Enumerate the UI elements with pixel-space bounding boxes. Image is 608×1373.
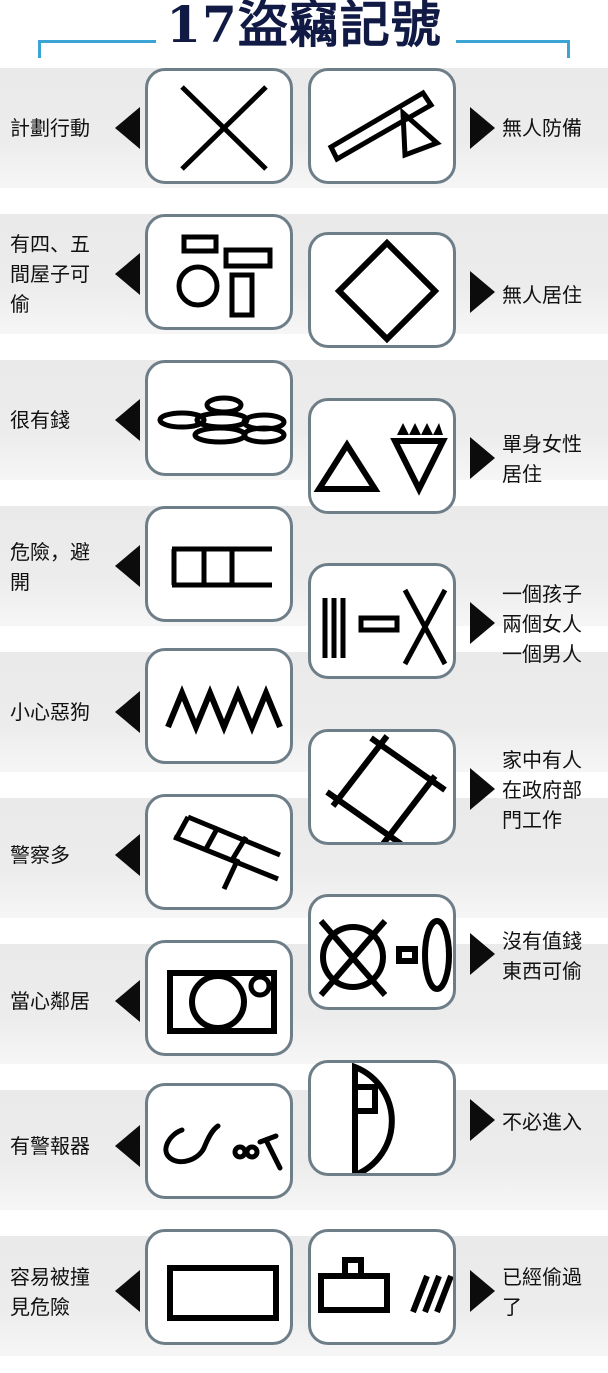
sign-card — [308, 563, 456, 679]
sign-card — [308, 1060, 456, 1176]
crossed-circle-oval-icon — [318, 918, 452, 997]
sign-card — [145, 360, 293, 476]
arrow-left-icon — [115, 980, 140, 1022]
row-band — [0, 1236, 608, 1356]
cross-x-icon — [180, 85, 268, 171]
sign-label: 已經偷過 了 — [502, 1265, 582, 1319]
row-band — [0, 1090, 608, 1210]
alarm-squiggle-icon — [163, 1123, 283, 1171]
sign-label: 危險，避 開 — [10, 540, 90, 594]
header: 17盜竊記號 — [0, 0, 608, 60]
sign-label: 很有錢 — [10, 408, 70, 432]
sign-label: 一個孩子 兩個女人 一個男人 — [502, 582, 582, 666]
row-band — [0, 506, 608, 626]
sign-card — [145, 940, 293, 1056]
sign-label: 計劃行動 — [10, 116, 90, 140]
sign-label: 家中有人 在政府部 門工作 — [502, 748, 582, 832]
sign-card — [145, 1083, 293, 1199]
box-slashes-icon — [318, 1257, 453, 1314]
title-rule-right — [456, 40, 570, 43]
sign-label: 容易被撞 見危險 — [10, 1265, 90, 1319]
sign-label: 無人居住 — [502, 283, 582, 307]
title-rule-left-tick — [38, 40, 41, 58]
arrow-right-icon — [470, 1270, 495, 1312]
sign-label: 當心鄰居 — [10, 989, 90, 1013]
sign-card — [145, 506, 293, 622]
sign-label: 小心惡狗 — [10, 700, 90, 724]
rectangle-icon — [167, 1265, 279, 1321]
arrow-left-icon — [115, 691, 140, 733]
row-band — [0, 214, 608, 334]
row-band — [0, 798, 608, 918]
sign-card — [308, 894, 456, 1010]
arrow-left-icon — [115, 253, 140, 295]
sign-card — [145, 648, 293, 764]
sign-label: 警察多 — [10, 843, 70, 867]
sign-label: 無人防備 — [502, 116, 582, 140]
arrow-right-icon — [470, 271, 495, 313]
title-rule-left — [38, 40, 156, 43]
box-circle-icon — [167, 970, 277, 1034]
row-band — [0, 68, 608, 188]
arrow-right-icon — [470, 107, 495, 149]
arrow-left-icon — [115, 1125, 140, 1167]
sign-card — [308, 398, 456, 514]
sign-label: 有四、五 間屋子可 偷 — [10, 232, 90, 316]
row-band — [0, 652, 608, 772]
arrow-right-icon — [470, 437, 495, 479]
cross-square-icon — [325, 734, 447, 842]
sign-card — [145, 214, 293, 330]
arrow-left-icon — [115, 1270, 140, 1312]
arrow-left-icon — [115, 545, 140, 587]
arrow-right-icon — [470, 1099, 495, 1141]
arrow-left-icon — [115, 834, 140, 876]
arrow-right-icon — [470, 768, 495, 810]
ladder-frame-icon — [171, 546, 272, 588]
houses-rectangles-icon — [176, 234, 273, 318]
bars-cross-icon — [322, 588, 448, 666]
sign-label: 單身女性 居住 — [502, 432, 582, 486]
sign-card — [145, 794, 293, 910]
arrow-right-icon — [470, 602, 495, 644]
sign-label: 沒有值錢 東西可偷 — [502, 929, 582, 983]
sign-card — [308, 68, 456, 184]
title-rule-right-tick — [567, 40, 570, 58]
arrow-left-icon — [115, 399, 140, 441]
page-title: 17盜竊記號 — [166, 0, 442, 54]
row-band — [0, 360, 608, 480]
diamond-icon — [334, 238, 440, 344]
sign-label: 有警報器 — [10, 1134, 90, 1158]
sign-card — [308, 729, 456, 845]
zigzag-teeth-icon — [165, 685, 283, 735]
row-band — [0, 944, 608, 1064]
coin-stack-icon — [157, 395, 287, 445]
seesaw-triangle-icon — [327, 89, 442, 163]
sign-label: 不必進入 — [502, 1110, 582, 1134]
half-circle-icon — [352, 1063, 395, 1173]
sign-card — [308, 232, 456, 348]
arrow-right-icon — [470, 933, 495, 975]
triangles-crown-icon — [313, 423, 448, 496]
arrow-left-icon — [115, 107, 140, 149]
sign-card — [308, 1229, 456, 1345]
tilted-ladder-icon — [173, 814, 281, 891]
sign-card — [145, 1229, 293, 1345]
sign-card — [145, 68, 293, 184]
